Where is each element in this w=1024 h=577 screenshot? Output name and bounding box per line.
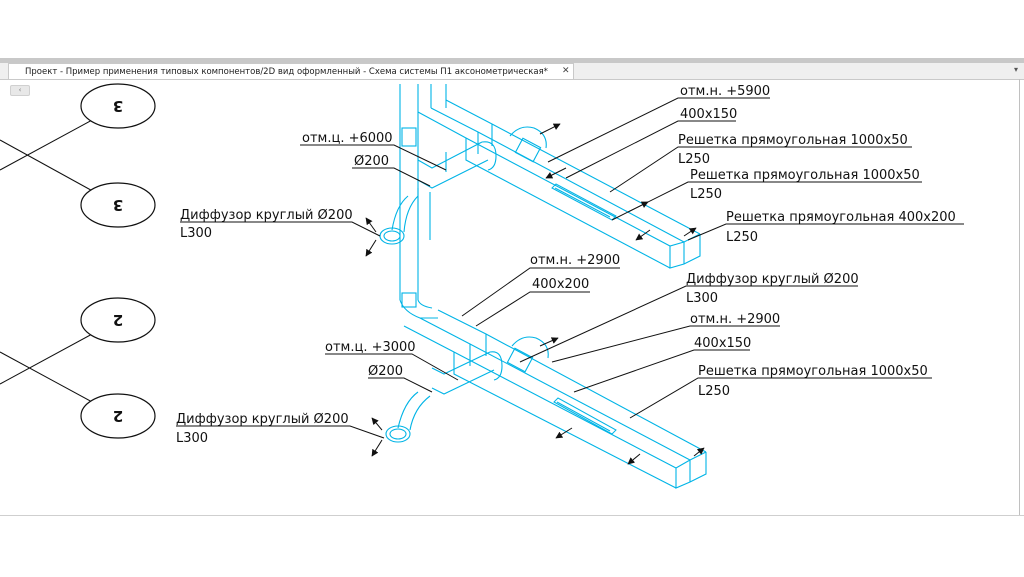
grille-label: Решетка прямоугольная 400x200 <box>726 210 956 225</box>
leader-lines <box>176 97 964 439</box>
length-label: L250 <box>678 152 710 167</box>
flow-arrows <box>365 123 705 465</box>
diameter-label: Ø200 <box>368 364 403 379</box>
section-marker[interactable]: 3 <box>80 83 156 129</box>
section-markers: 3 3 2 2 <box>0 83 156 439</box>
diffuser-label: Диффузор круглый Ø200 <box>176 412 349 427</box>
diffuser-label: Диффузор круглый Ø200 <box>686 272 859 287</box>
diffuser-label: Диффузор круглый Ø200 <box>180 208 353 223</box>
length-label: L300 <box>686 291 718 306</box>
chevron-down-icon[interactable]: ▾ <box>1013 65 1018 74</box>
annotations: отм.н. +5900 400x150 Решетка прямоугольн… <box>176 84 956 446</box>
close-icon[interactable]: ✕ <box>561 66 570 76</box>
diameter-label: Ø200 <box>354 154 389 169</box>
grille-label: Решетка прямоугольная 1000x50 <box>698 364 928 379</box>
section-number: 3 <box>113 97 123 115</box>
axonometric-duct-scheme[interactable]: 3 3 2 2 <box>0 80 1019 515</box>
bottom-margin <box>0 515 1024 577</box>
elevation-label: отм.н. +2900 <box>690 312 780 327</box>
document-tab[interactable]: Проект - Пример применения типовых компо… <box>8 63 575 79</box>
view-controls-button[interactable]: ‹ <box>10 85 30 96</box>
length-label: L250 <box>698 384 730 399</box>
grille-label: Решетка прямоугольная 1000x50 <box>678 133 908 148</box>
top-margin <box>0 0 1024 58</box>
section-marker[interactable]: 3 <box>80 182 156 228</box>
tab-title: Проект - Пример применения типовых компо… <box>25 66 548 77</box>
riser-duct <box>399 84 447 300</box>
viewport-border <box>1019 79 1020 515</box>
section-number: 3 <box>113 196 123 214</box>
grille-label: Решетка прямоугольная 1000x50 <box>690 168 920 183</box>
ductwork[interactable] <box>379 84 707 489</box>
upper-branch-duct <box>417 99 701 247</box>
section-number: 2 <box>113 311 123 329</box>
window-frame <box>0 58 1024 63</box>
riser-elbow <box>399 299 438 319</box>
length-label: L300 <box>176 431 208 446</box>
document-tab-bar: Проект - Пример применения типовых компо… <box>0 63 1024 80</box>
section-marker[interactable]: 2 <box>80 393 156 439</box>
section-marker[interactable]: 2 <box>80 297 156 343</box>
duct-size-label: 400x150 <box>694 336 751 351</box>
elevation-label: отм.ц. +3000 <box>325 340 416 355</box>
section-number: 2 <box>113 407 123 425</box>
elevation-label: отм.ц. +6000 <box>302 131 393 146</box>
duct-size-label: 400x200 <box>532 277 589 292</box>
length-label: L250 <box>726 230 758 245</box>
elevation-label: отм.н. +5900 <box>680 84 770 99</box>
elevation-label: отм.н. +2900 <box>530 253 620 268</box>
duct-size-label: 400x150 <box>680 107 737 122</box>
length-label: L250 <box>690 187 722 202</box>
length-label: L300 <box>180 226 212 241</box>
